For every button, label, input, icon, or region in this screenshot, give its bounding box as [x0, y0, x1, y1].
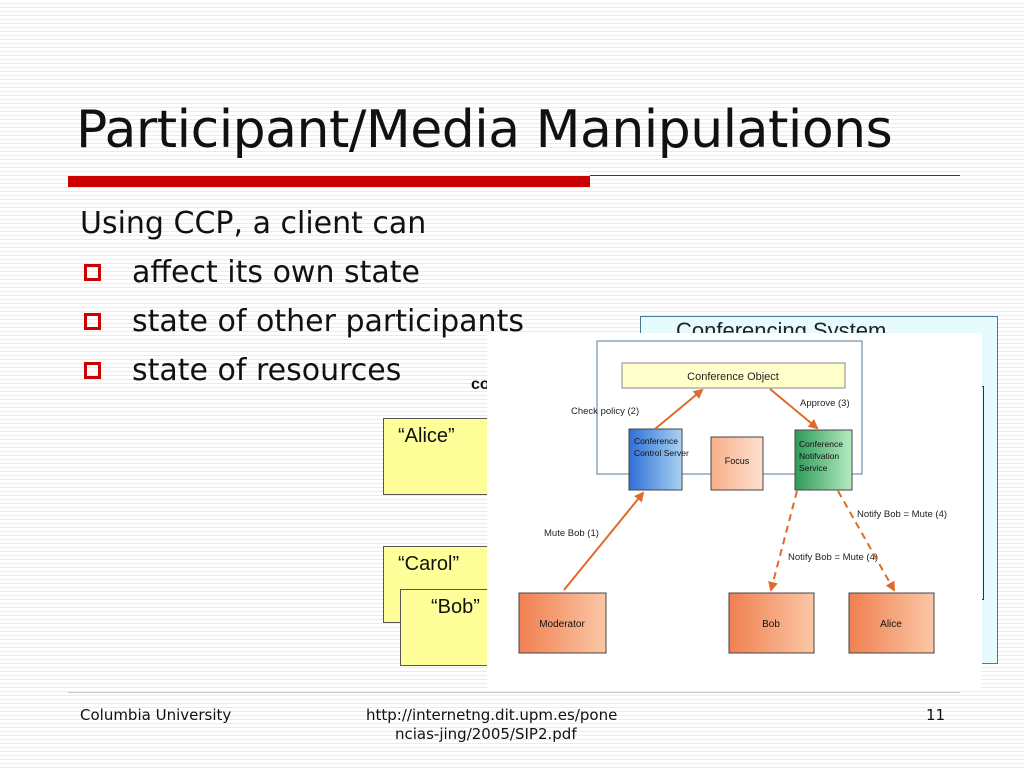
notify-bob-label-left: Notify Bob = Mute (4) [788, 552, 878, 563]
mute-bob-arrow [563, 491, 645, 591]
notify-bob-arrow [768, 490, 798, 592]
focus-label: Focus [725, 456, 750, 466]
conference-object-label: Conference Object [687, 371, 779, 383]
approve-arrow [769, 388, 819, 430]
check-policy-arrow [654, 388, 704, 430]
notification-label-3: Service [799, 463, 828, 473]
bullet-item-2: state of other participants [132, 304, 524, 339]
check-policy-label: Check policy (2) [571, 406, 639, 417]
notification-label-2: Notifvation [799, 451, 839, 461]
notify-alice-arrow [837, 490, 895, 592]
footer-left: Columbia University [80, 706, 232, 724]
footer-url-line-2: ncias-jing/2005/SIP2.pdf [395, 725, 577, 743]
intro-text: Using CCP, a client can [80, 206, 427, 241]
alice-label: Alice [880, 619, 902, 630]
focus-box [710, 436, 764, 491]
moderator-box [518, 592, 607, 654]
participant-label: “Alice” [398, 425, 455, 447]
title-accent-bar [68, 176, 590, 187]
footer-url-line-1: http://internetng.dit.upm.es/pone [366, 706, 618, 724]
ccp-flow-figure: Conference Object Conference Control Ser… [487, 333, 982, 691]
control-server-label-2: Control Server [634, 448, 689, 458]
approve-label: Approve (3) [800, 398, 850, 409]
bullet-square-icon [84, 313, 101, 330]
notification-label-1: Conference [799, 439, 843, 449]
mute-bob-label: Mute Bob (1) [544, 528, 599, 539]
bullet-item-3: state of resources [132, 353, 402, 388]
participant-label: “Carol” [398, 553, 460, 575]
alice-box [848, 592, 935, 654]
participant-label: “Bob” [431, 596, 480, 618]
ccp-flow-diagram: Conference Object Conference Control Ser… [518, 340, 947, 654]
bullet-item-1: affect its own state [132, 255, 421, 290]
control-server-label-1: Conference [634, 436, 678, 446]
cut-off-label: co [471, 376, 490, 393]
conference-object-box [621, 362, 846, 389]
bullet-square-icon [84, 362, 101, 379]
footer-divider [68, 692, 960, 693]
page-number: 11 [926, 706, 946, 724]
moderator-label: Moderator [539, 619, 585, 630]
notification-service-box [794, 429, 853, 491]
slide-title: Participant/Media Manipulations [76, 100, 893, 160]
title-divider-line [590, 175, 960, 176]
bob-box [728, 592, 815, 654]
bob-label: Bob [762, 619, 780, 630]
notify-bob-label-right: Notify Bob = Mute (4) [857, 509, 947, 520]
bullet-square-icon [84, 264, 101, 281]
